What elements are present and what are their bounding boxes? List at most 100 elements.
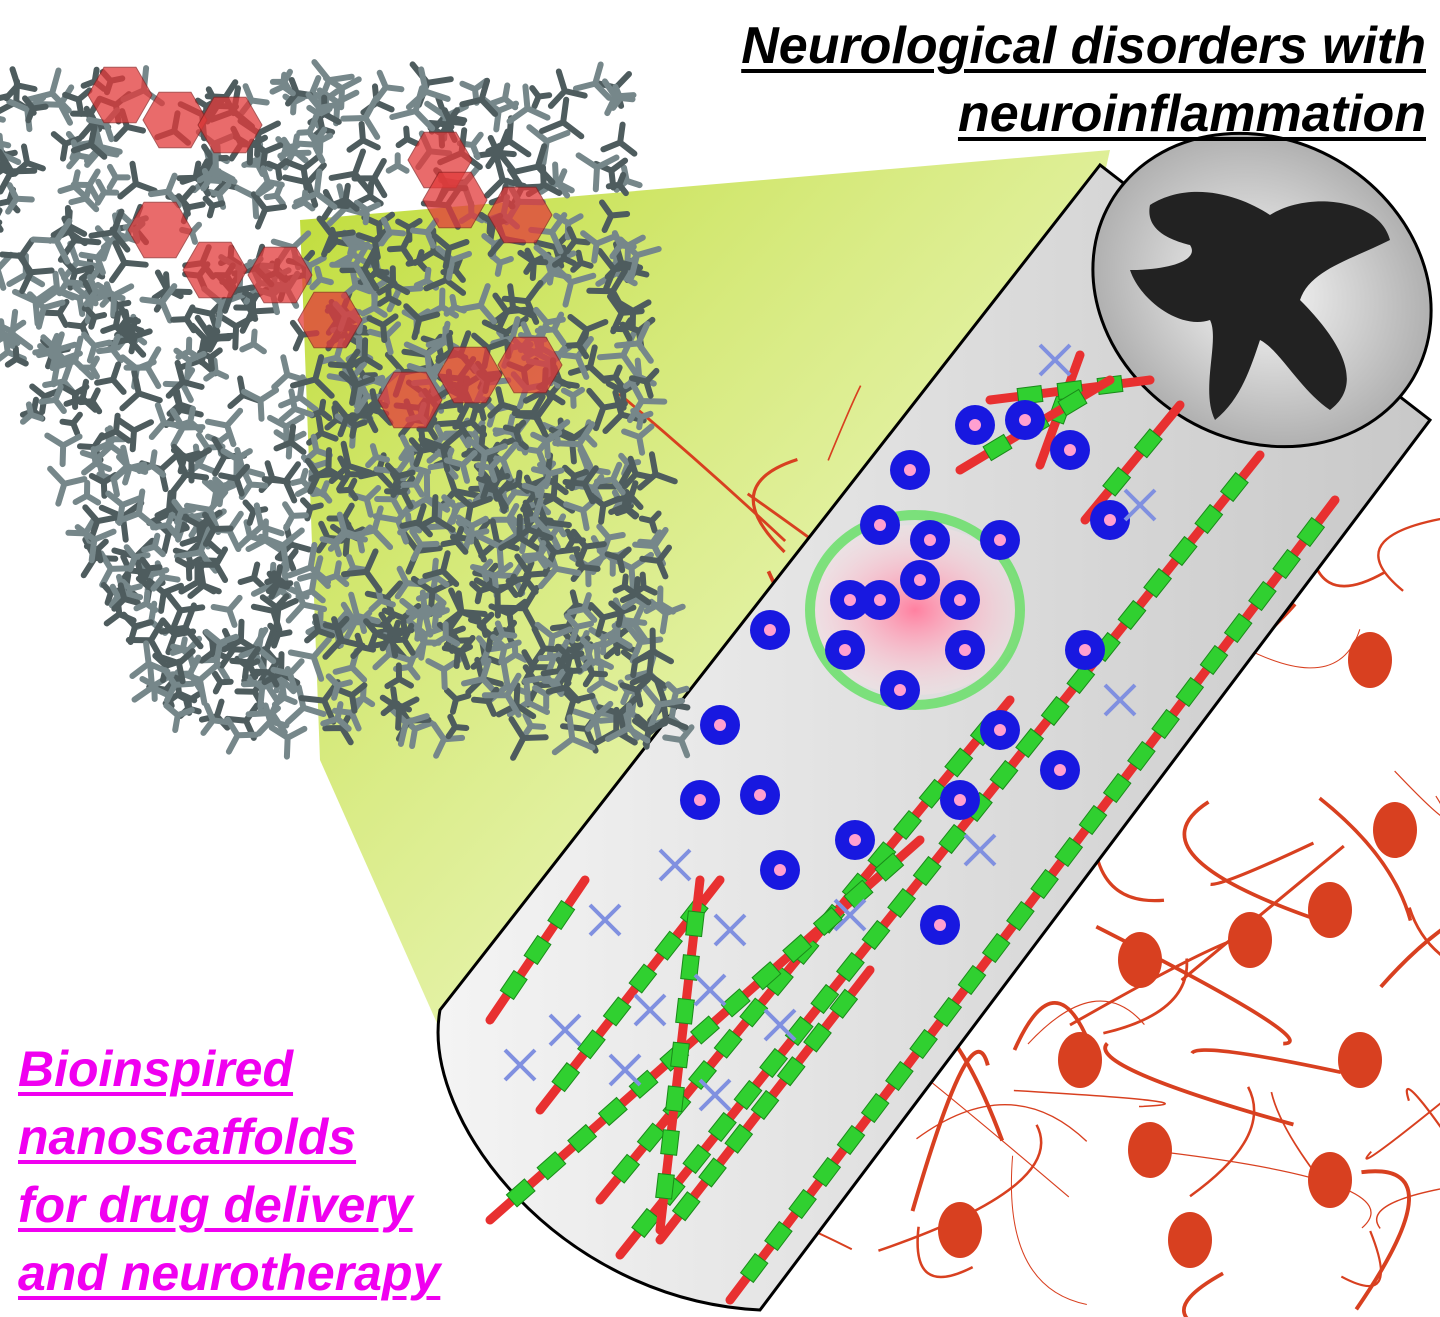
scaffold-fiber: [353, 199, 381, 226]
myelin-segment: [523, 934, 552, 966]
axon: [1080, 400, 1185, 525]
scaffold-fiber: [334, 682, 368, 714]
scaffold-fiber: [242, 502, 285, 544]
cell-nucleus: [714, 719, 726, 731]
scaffold-fiber: [325, 673, 353, 701]
scaffold-fiber: [539, 96, 585, 140]
scaffold-fiber: [110, 444, 149, 482]
cell-nucleus: [1104, 514, 1116, 526]
myelin-segment: [1102, 772, 1132, 804]
scaffold-fiber: [562, 330, 590, 360]
scaffold-fiber: [570, 528, 607, 567]
scaffold-fiber: [40, 334, 78, 371]
microglia-star: [698, 1078, 732, 1112]
scaffold-fiber: [639, 544, 672, 580]
scaffold-fiber: [62, 87, 93, 117]
scaffold-fiber: [16, 252, 55, 294]
microglia-star: [608, 1053, 642, 1087]
neurite: [1096, 859, 1165, 903]
neuron-soma: [938, 1202, 982, 1258]
scaffold-fiber: [604, 546, 632, 574]
myelin-segment: [733, 1079, 763, 1111]
cell-nucleus: [994, 534, 1006, 546]
scaffold-fiber: [366, 258, 390, 282]
title: Neurological disorders with neuroinflamm…: [741, 12, 1426, 148]
scaffold-fiber: [169, 407, 206, 448]
neurite: [1012, 1001, 1090, 1051]
scaffold-fiber: [340, 95, 381, 140]
scaffold-fiber: [59, 411, 83, 437]
scaffold-fiber: [385, 152, 410, 174]
scaffold-fiber: [74, 524, 117, 564]
scaffold-fiber: [72, 479, 102, 506]
myelin-segment: [675, 997, 695, 1025]
cell-nucleus: [934, 919, 946, 931]
scaffold-fiber: [120, 611, 154, 645]
myelin-segment: [1102, 466, 1132, 497]
cell-nucleus: [1079, 644, 1091, 656]
scaffold-fiber: [487, 386, 521, 419]
myelin-segment: [1199, 644, 1229, 676]
myelin-segment: [1248, 580, 1277, 612]
neurite: [916, 1226, 974, 1279]
myelin-segment: [1296, 516, 1326, 548]
drug-molecule: [87, 66, 153, 124]
microglia-star: [1103, 683, 1137, 717]
myelin-segment: [909, 1028, 938, 1060]
scaffold-fiber: [587, 602, 623, 638]
microglia-star: [548, 1013, 582, 1047]
myelin-segment: [682, 1143, 712, 1175]
scaffold-fiber: [139, 556, 163, 582]
scaffold-fiber: [305, 91, 340, 127]
myelin-segment: [810, 983, 840, 1015]
drug-molecule: [487, 186, 553, 244]
scaffold-fiber: [20, 401, 45, 425]
scaffold-fiber: [141, 532, 166, 558]
myelin-segment: [1127, 740, 1156, 772]
scaffold-fiber: [100, 310, 129, 339]
scaffold-fiber: [285, 581, 328, 624]
scaffold-fiber: [338, 370, 376, 406]
scaffold-fiber: [286, 542, 332, 585]
myelin-segment: [1040, 695, 1070, 727]
myelin-segment: [1054, 836, 1084, 868]
scaffold-fiber: [293, 126, 328, 164]
neuron-soma: [1308, 1152, 1352, 1208]
scaffold-fiber: [457, 283, 498, 325]
scaffold-fiber: [202, 511, 234, 547]
cell-nucleus: [844, 594, 856, 606]
microglia-star: [1123, 488, 1157, 522]
cell-nucleus: [1064, 444, 1076, 456]
scaffold-fiber: [431, 233, 470, 270]
scaffold-fiber: [501, 280, 544, 325]
scaffold-fiber: [195, 546, 229, 583]
scaffold-fiber: [564, 613, 594, 644]
neuron-soma: [1128, 1122, 1172, 1178]
scaffold-fiber: [49, 335, 95, 381]
scaffold-fiber: [0, 93, 10, 102]
scaffold-fiber: [316, 215, 356, 258]
scaffold-fiber: [109, 240, 149, 284]
scaffold-fiber: [557, 645, 585, 673]
neurite: [878, 1124, 1043, 1252]
neuron-soma: [1228, 912, 1272, 968]
scaffold-fiber: [255, 702, 290, 737]
myelin-segment: [776, 1056, 806, 1087]
myelin-segment: [739, 1252, 769, 1284]
scaffold-fiber: [507, 503, 554, 548]
myelin-segment: [499, 969, 528, 1001]
scaffold-fiber: [282, 501, 309, 531]
myelin-segment: [860, 1092, 890, 1124]
cell-nucleus: [849, 834, 861, 846]
neurite: [1189, 1086, 1256, 1198]
myelin-segment: [547, 899, 576, 931]
myelin-segment: [1030, 868, 1059, 900]
scaffold-fiber: [526, 124, 571, 167]
scaffold-fiber: [171, 443, 202, 475]
scaffold-fiber: [163, 702, 195, 733]
scaffold-fiber: [78, 242, 111, 276]
scaffold-fiber: [282, 153, 322, 191]
scaffold-fiber: [250, 593, 290, 633]
cell-nucleus: [904, 464, 916, 476]
myelin-segment: [751, 961, 782, 991]
